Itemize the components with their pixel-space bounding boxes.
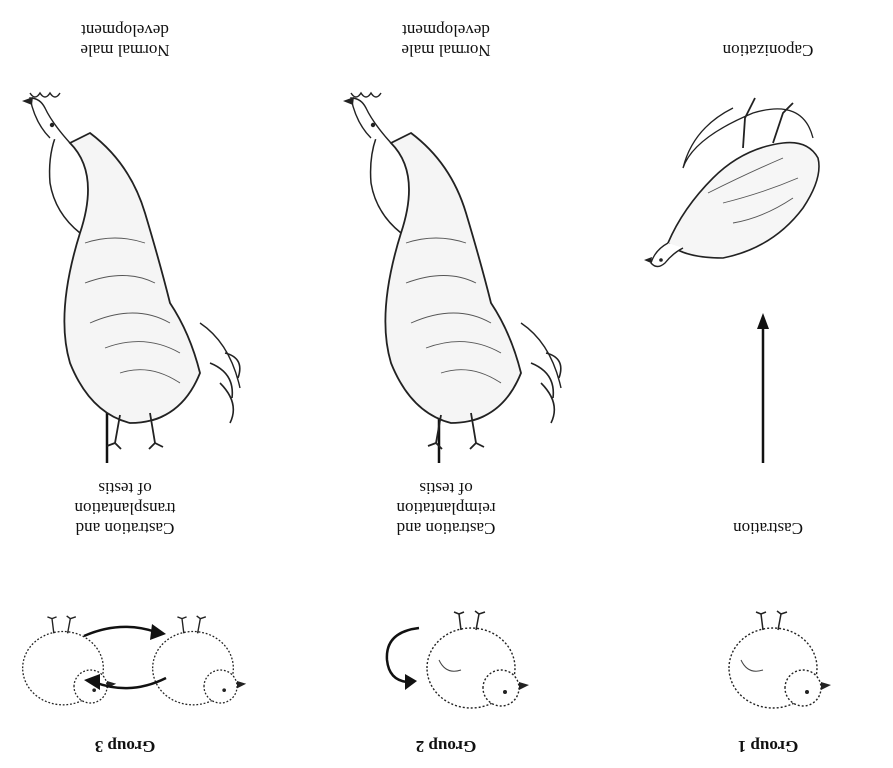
group-1-arrow [757,313,769,463]
group-3-procedure: Castration and transplantation of testis [0,478,250,538]
group-2-outcome: Normal male development [321,20,571,60]
capon-icon [643,88,833,288]
group-3-column: Group 3 Castration and transplantation o… [0,0,250,768]
rooster-icon [20,83,240,443]
group-1-column: Group 1 Castration Caponization [643,0,893,768]
group-1-label: Group 1 [643,736,893,756]
group-1-procedure: Castration [643,518,893,538]
group-2-column: Group 2 Castration and reimplantation of… [321,0,571,768]
swap-arrows-icon [80,616,170,696]
group-3-label: Group 3 [0,736,250,756]
group-3-outcome: Normal male development [0,20,250,60]
curved-arrow-icon [375,620,425,690]
chick-icon [411,610,531,730]
group-2-procedure: Castration and reimplantation of testis [321,478,571,538]
chick-icon [713,610,833,730]
group-2-label: Group 2 [321,736,571,756]
rooster-icon [341,83,561,443]
group-1-outcome: Caponization [643,40,893,60]
